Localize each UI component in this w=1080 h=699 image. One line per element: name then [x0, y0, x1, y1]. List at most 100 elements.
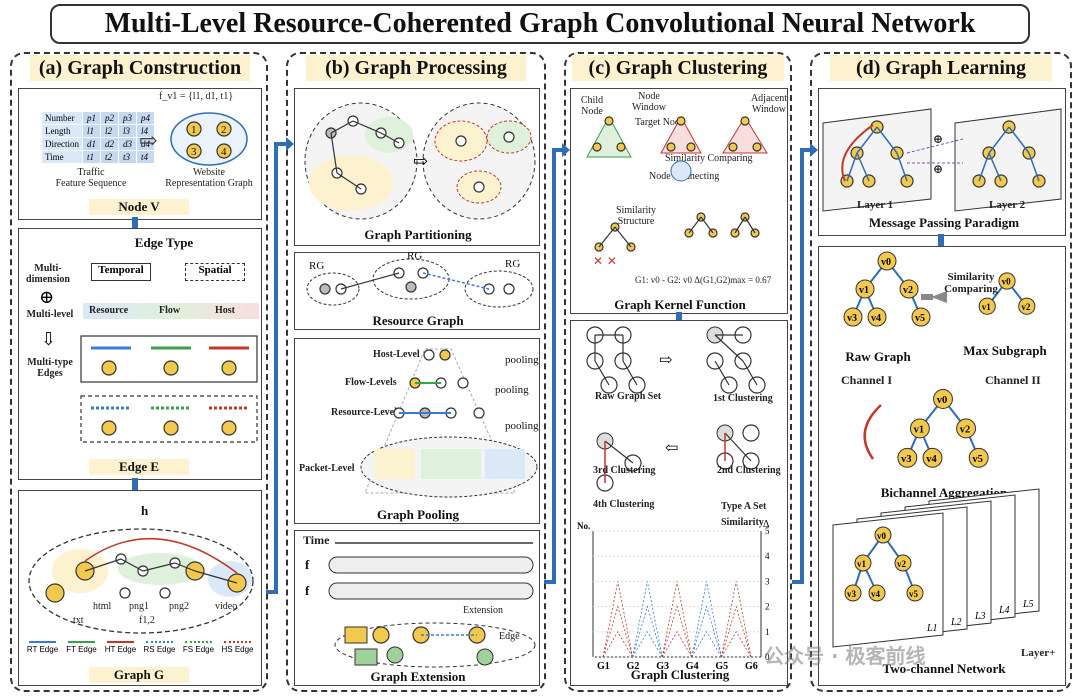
svg-text:⇦: ⇦: [665, 438, 678, 457]
svg-text:RG: RG: [407, 250, 422, 262]
svg-text:2: 2: [221, 124, 227, 136]
panel-b-header: (b) Graph Processing: [306, 55, 526, 81]
cluster-edge: [691, 631, 722, 658]
legend-label: HT Edge: [104, 645, 137, 654]
legend-item: HS Edge: [218, 641, 257, 654]
max-subgraph-node-label: v1: [982, 302, 992, 312]
cluster-edge: [602, 631, 633, 658]
svg-text:pooling: pooling: [505, 420, 539, 432]
raw-graph-label: Raw Graph: [845, 349, 911, 364]
partitioning-label: Graph Partitioning: [364, 227, 472, 242]
bichannel-graph-node-label: v0: [937, 395, 948, 406]
kernel-result: G1: v0 - G2: v0 Δ(G1,G2)max = 0.67: [635, 275, 772, 285]
stack-node: [844, 584, 862, 602]
bichannel-graph-node-label: v3: [901, 454, 912, 465]
temporal-box: Temporal: [91, 263, 151, 281]
partitioning-diagram: ⇨: [304, 102, 536, 220]
stack-node-label: v0: [877, 531, 887, 541]
layer-sheet: [832, 512, 944, 648]
node-v-label: Node V: [89, 199, 189, 215]
kernel-diagram: ✕ ✕: [586, 115, 768, 268]
arrow-a-to-b: [266, 137, 294, 594]
watermark: 公众号 · 极客前线: [764, 644, 926, 668]
level-resource: Resource-Level: [331, 407, 397, 418]
table-row-header: Time: [41, 150, 83, 164]
stack-node: [854, 554, 872, 572]
legend-label: HS Edge: [221, 645, 254, 654]
arrow-down-c1: [676, 312, 682, 322]
cluster-edge: [721, 581, 752, 658]
bichannel-graph-node-label: v1: [914, 425, 925, 436]
edge-e-label: Edge E: [89, 459, 189, 475]
bichannel-graph-node: [956, 418, 977, 439]
table-cell: d2: [100, 137, 119, 151]
bichannel-graph-node: [933, 389, 953, 409]
table-cell: l1: [82, 124, 101, 138]
max-subgraph-node-label: v2: [1021, 302, 1031, 312]
layer-label: L2: [950, 617, 962, 628]
svg-text:pooling: pooling: [505, 354, 539, 366]
raw-graph-node-label: v2: [903, 285, 913, 296]
table-cell: d3: [118, 137, 137, 151]
raw-graph-node: [911, 307, 931, 327]
clustering-steps-diagram: ⇨ ⇦: [586, 326, 766, 492]
plus-circle-icon: ⊕: [39, 287, 55, 308]
layer-label: L4: [998, 605, 1010, 616]
arrow-down-a2: [132, 478, 138, 492]
x-tick-label: G1: [597, 661, 610, 672]
host-label: Host: [215, 305, 235, 316]
legend-label: RS Edge: [143, 645, 176, 654]
partitioning-box: ⇨ Graph Partitioning: [294, 88, 540, 246]
legend-swatch: [29, 641, 56, 643]
legend-item: HT Edge: [101, 641, 140, 654]
main-title: Multi-Level Resource-Coherented Graph Co…: [50, 4, 1030, 44]
resource-graph-label: Resource Graph: [372, 313, 464, 328]
table-cell: p3: [118, 111, 137, 125]
stack-node-label: v3: [847, 589, 857, 599]
max-subgraph-node-label: v0: [1002, 277, 1012, 287]
svg-text:⇨: ⇨: [659, 350, 672, 369]
target-node-label: Target Node: [635, 117, 685, 128]
message-passing-diagram: ⊕⊕: [822, 108, 1062, 212]
arrow-right-icon: ⇨: [139, 129, 158, 154]
cluster-edge: [721, 631, 752, 658]
stack-node-label: v5: [909, 589, 919, 599]
x-tick-label: G5: [715, 661, 728, 672]
bichannel-graph-node-label: v5: [972, 454, 983, 465]
panel-c-header: (c) Graph Clustering: [572, 55, 784, 81]
table-cell: t2: [100, 150, 119, 164]
arrow-down-d1: [938, 234, 944, 248]
cluster-edge: [632, 581, 663, 658]
panel-d-header: (d) Graph Learning: [830, 55, 1052, 81]
clustering-2-label: 2nd Clustering: [717, 465, 781, 476]
svg-text:✕ ✕: ✕ ✕: [593, 254, 617, 268]
stack-node: [868, 584, 886, 602]
y-tick-label: 1: [765, 627, 770, 637]
arrow-c-to-d: [792, 143, 818, 584]
layer1-label: Layer 1: [857, 199, 894, 211]
table-cell: l3: [118, 124, 137, 138]
y-tick-label: 5: [765, 526, 770, 536]
kernel-box: Child Node Node Window Target Node Adjac…: [570, 88, 788, 314]
bichannel-graph-node-label: v2: [960, 425, 971, 436]
cluster-edge: [691, 605, 722, 658]
feature-formula: f_v1 = {l1, d1, t1}: [159, 91, 234, 102]
legend-item: FS Edge: [179, 641, 218, 654]
table-cell: t1: [82, 150, 101, 164]
similarity-comparing-label: Similarity Comparing: [665, 153, 753, 164]
svg-text:3: 3: [191, 146, 197, 158]
stack-node-label: v4: [871, 589, 881, 599]
clustering-1-label: 1st Clustering: [713, 393, 773, 404]
cluster-edge: [721, 605, 752, 658]
time-label: Time: [303, 533, 330, 547]
stack-node: [894, 554, 912, 572]
message-passing-box: ⊕⊕ Layer 1 Layer 2 Message Passing Parad…: [818, 88, 1066, 236]
